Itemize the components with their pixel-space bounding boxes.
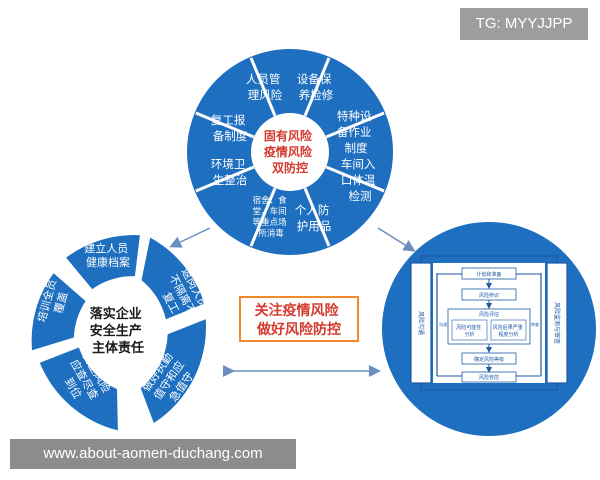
- left-ring: 落实企业 安全生产 主体责任 建立人员 健康档案 返岗人员 不隔离不 复工 做好…: [21, 235, 211, 431]
- flow-step-control: [461, 371, 517, 383]
- flow-step-assess-label: 风险评估: [479, 311, 499, 318]
- top-segment-special-equipment: 特种设 备作业 制度: [337, 109, 375, 155]
- top-segment-ppe: 个人防 护用品: [295, 203, 333, 233]
- top-segment-staff-risk: 人员管 理风险: [246, 72, 284, 102]
- top-wheel: 固有风险 疫情风险 双防控 人员管 理风险 设备保 养检修 特种设 备作业 制度…: [187, 49, 393, 255]
- flow-step-control-label: 风险管控: [479, 374, 499, 381]
- left-segment-health-records: 建立人员 健康档案: [84, 241, 132, 269]
- flow-step-identify: [461, 288, 517, 301]
- flow-left-label: 风险沟通: [417, 311, 425, 335]
- flow-step-plan-label: 计划和准备: [476, 271, 501, 278]
- left-ring-segments: [31, 235, 206, 431]
- top-segment-disinfection: 宿舍、食 堂、车间 等重点场 所消毒: [253, 195, 290, 239]
- top-wheel-hub: [251, 113, 329, 191]
- flow-step-level-label: 确定风险等级: [474, 356, 504, 363]
- top-wheel-spokes: [195, 57, 385, 247]
- flow-step-level: [461, 352, 517, 365]
- arrow-to-left-ring: [169, 227, 211, 248]
- center-banner-box: [239, 296, 359, 342]
- flow-mini-label-left: 沟通: [439, 321, 447, 327]
- flow-step-identify-label: 风险辨识: [479, 292, 499, 299]
- top-wheel-center-text: 固有风险 疫情风险 双防控: [264, 128, 316, 175]
- center-banner-text: 关注疫情风险 做好风险防控: [255, 302, 344, 338]
- flow-sub-severity-label: 风险后果严重 程度分析: [493, 324, 525, 338]
- site-url-banner[interactable]: www.about-aomen-duchang.com: [10, 439, 296, 469]
- flow-connectors: [437, 273, 541, 377]
- flow-step-plan: [461, 267, 517, 280]
- arrow-to-flow: [377, 227, 416, 252]
- left-ring-center-text: 落实企业 安全生产 主体责任: [90, 306, 147, 356]
- flow-sub-likelihood-label: 风险可能性 分析: [456, 324, 483, 338]
- watermark-badge: TG: MYYJJPP: [460, 8, 588, 40]
- connector-arrows: [169, 227, 416, 377]
- top-segment-resumption-filing: 复工报 备制度: [211, 113, 249, 143]
- top-segment-equipment: 设备保 养检修: [297, 72, 335, 102]
- flow-mini-label-right: 审查: [531, 321, 539, 327]
- center-banner: 关注疫情风险 做好风险防控: [239, 296, 359, 342]
- flow-loop-lines: [420, 255, 558, 391]
- risk-process-circle: 风险沟通 风险监测与审查 计划和准备 风险辨识 风险评估: [382, 222, 596, 436]
- flow-right-label: 风险监测与审查: [553, 302, 561, 344]
- flow-sub-severity: [490, 319, 527, 341]
- flow-sub-likelihood: [451, 319, 488, 341]
- top-segment-sanitation: 环境卫 生整治: [211, 157, 249, 187]
- top-segment-temperature-check: 车间入 口体温 检测: [341, 157, 379, 203]
